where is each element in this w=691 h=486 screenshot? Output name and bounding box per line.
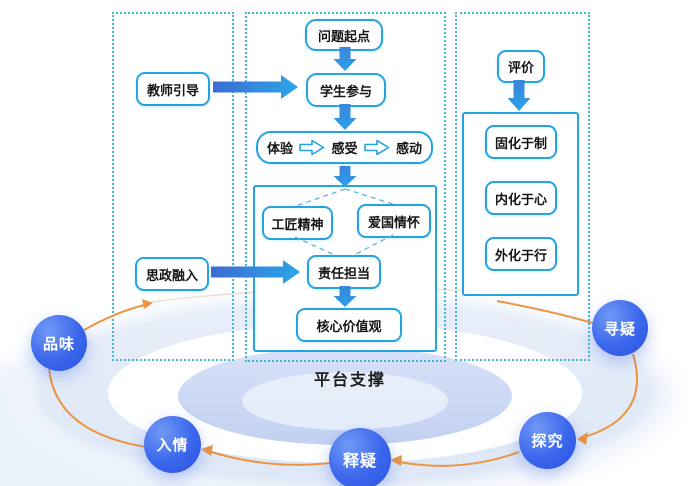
cycle-node-ruqing: 入情 (144, 416, 201, 473)
core-values-box: 核心价值观 (296, 308, 402, 342)
cycle-node-tanjiu: 探究 (519, 412, 576, 469)
arc-tanjiu-to-shiyi (393, 451, 520, 467)
hollow-right-arrow-icon (299, 139, 325, 156)
craftsman-spirit-box: 工匠精神 (262, 206, 333, 240)
guidance-dashed-panel (112, 12, 234, 361)
evaluation-box: 评价 (497, 50, 545, 83)
responsibility-box: 责任担当 (307, 255, 381, 289)
patriotism-box: 爱国情怀 (357, 204, 431, 238)
outcome-externalize-box: 外化于行 (485, 237, 557, 271)
ideology-integration-box: 思政融入 (135, 257, 209, 291)
hollow-right-arrow-icon (363, 139, 390, 156)
cycle-node-shiyi: 释疑 (329, 428, 391, 486)
outcome-solidify-box: 固化于制 (485, 125, 557, 159)
arc-xunyi-to-tanjiu (580, 353, 638, 439)
feel-label: 感受 (331, 141, 358, 156)
arrowhead-into-ruqing (201, 445, 213, 456)
cycle-node-pinwei: 品味 (31, 315, 87, 371)
arc-shiyi-to-ruqing (204, 449, 331, 466)
arc-ruqing-to-pinwei (48, 367, 147, 448)
moved-label: 感动 (395, 141, 422, 156)
outcome-internalize-box: 内化于心 (485, 181, 557, 215)
arrowhead-into-tanjiu (577, 432, 588, 445)
arrowhead-into-shiyi (390, 455, 402, 466)
student-participation-box: 学生参与 (306, 73, 386, 107)
problem-start-box: 问题起点 (305, 19, 383, 51)
experience-label: 体验 (267, 141, 294, 156)
cycle-node-xunyi: 寻疑 (592, 300, 648, 356)
experience-row-box: 体验 感受 感动 (256, 131, 433, 164)
teacher-guidance-box: 教师引导 (136, 72, 210, 106)
platform-support-label: 平台支撑 (313, 372, 386, 389)
